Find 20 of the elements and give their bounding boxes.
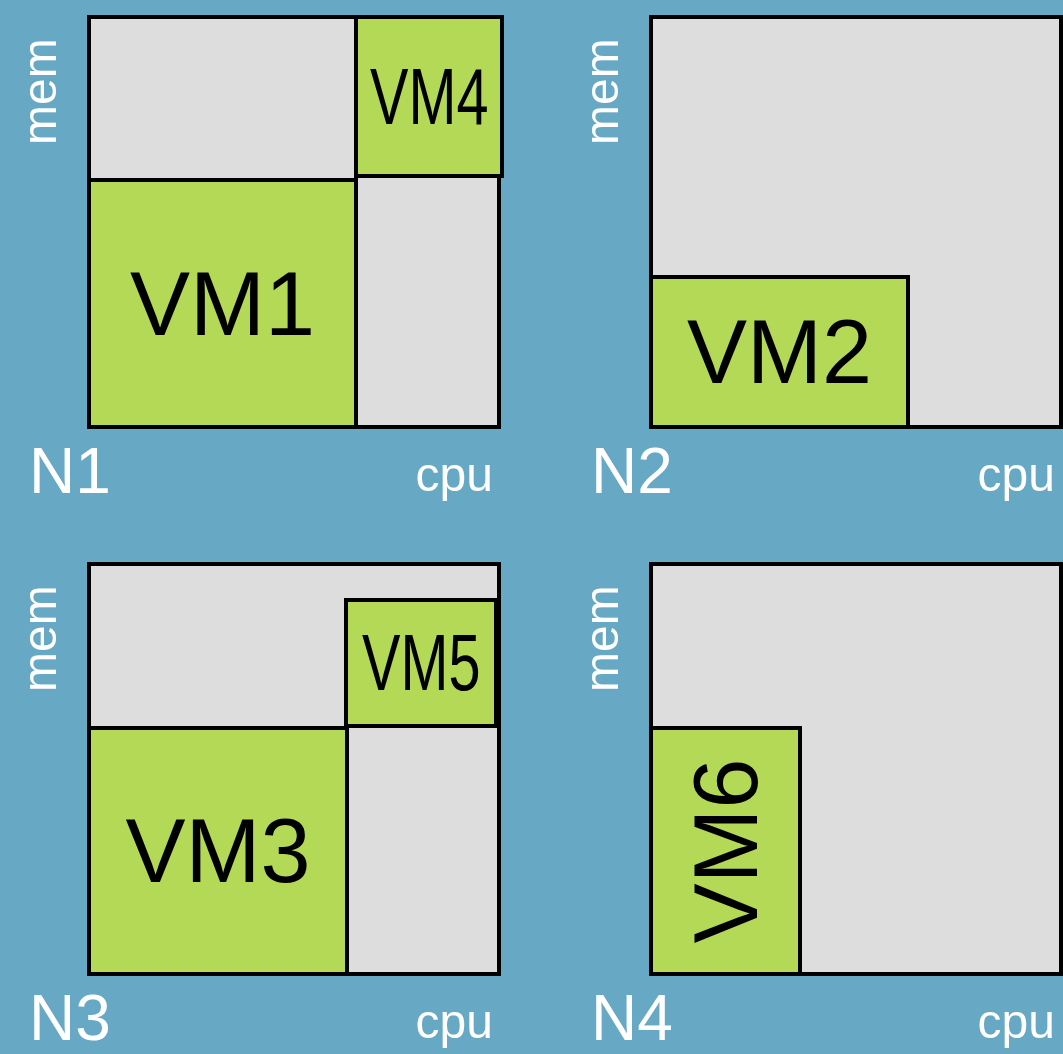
- node-label: N2: [591, 439, 673, 503]
- vm-block: [354, 15, 504, 178]
- axis-label: mem: [578, 38, 626, 145]
- vm-label: VM4: [369, 56, 489, 137]
- vm-label: VM2: [686, 307, 873, 397]
- axis-label: cpu: [415, 451, 493, 499]
- axis-label: mem: [16, 585, 64, 692]
- axis-label: mem: [16, 38, 64, 145]
- vm-label: VM1: [129, 258, 316, 349]
- axis-label: cpu: [415, 998, 493, 1046]
- node-label: N1: [29, 439, 111, 503]
- vm-label: VM3: [125, 806, 311, 896]
- vm-block: [344, 598, 498, 728]
- vm-label: VM6: [680, 758, 771, 944]
- axis-label: cpu: [977, 998, 1055, 1046]
- vm-label: VM5: [361, 623, 481, 703]
- node-label: N4: [591, 986, 673, 1050]
- axis-label: cpu: [977, 451, 1055, 499]
- axis-label: mem: [578, 585, 626, 692]
- node-label: N3: [29, 986, 111, 1050]
